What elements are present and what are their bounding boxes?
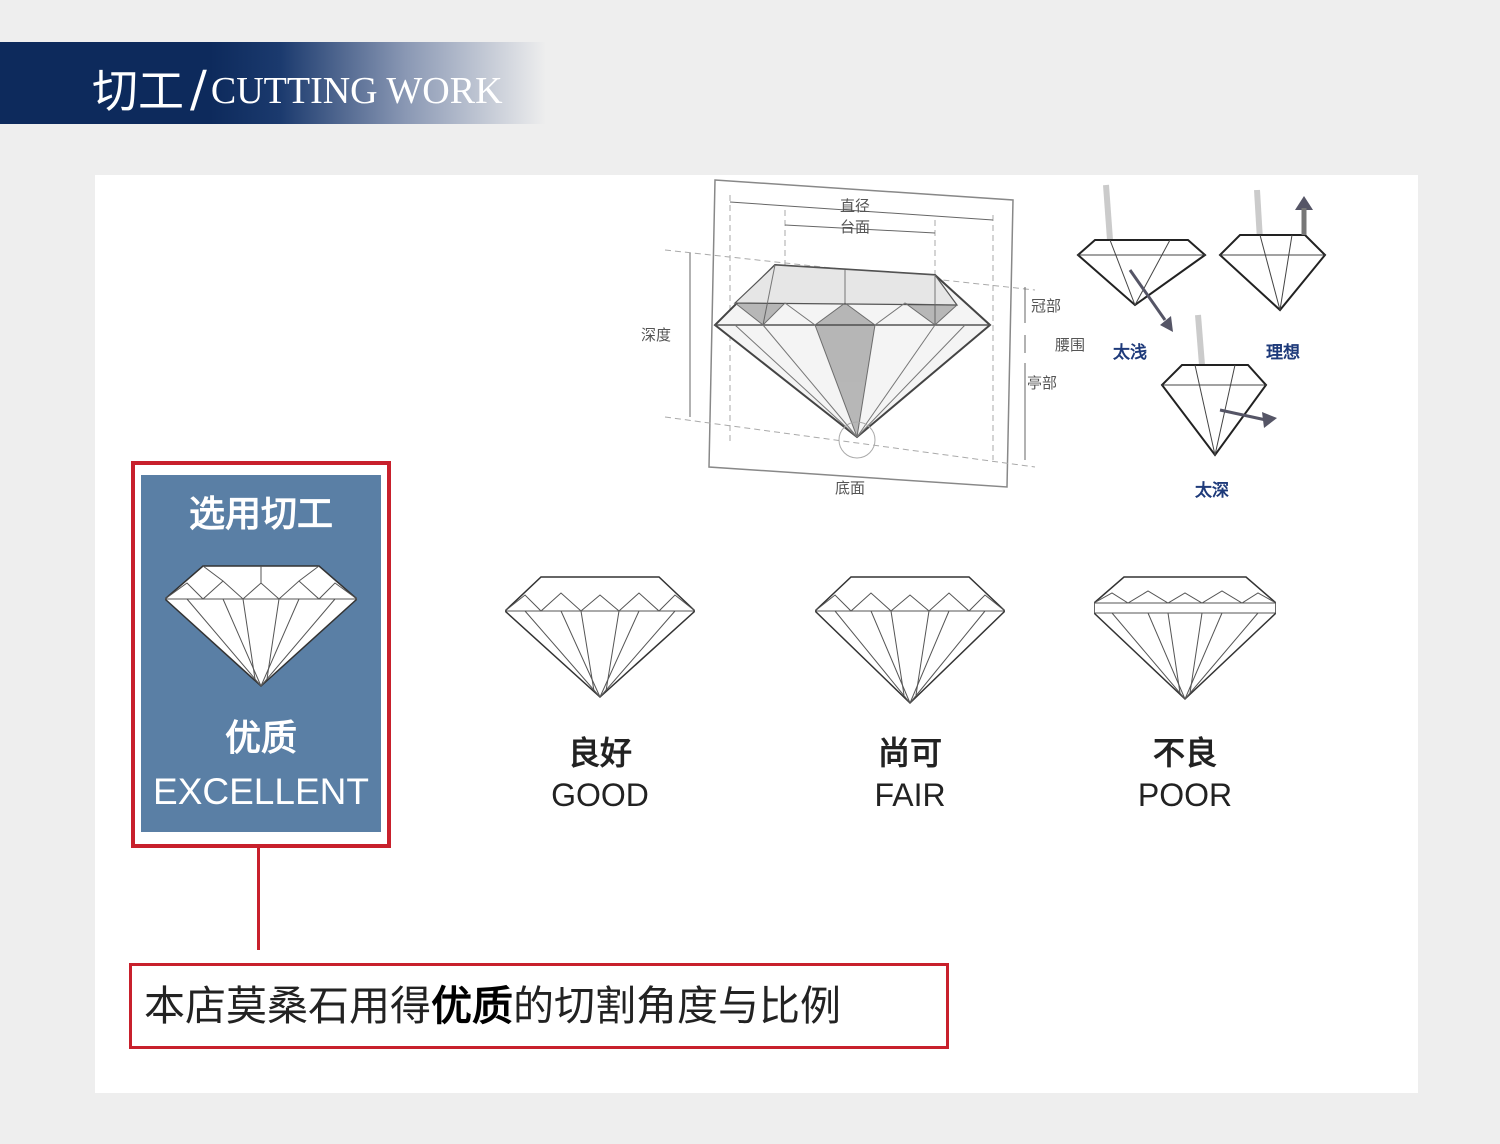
note-highlight: 优质 bbox=[431, 981, 513, 1030]
section-title: 切工 / CUTTING WORK bbox=[92, 52, 503, 114]
diamond-poor-icon bbox=[1094, 576, 1276, 701]
note-after: 的切割角度与比例 bbox=[513, 981, 841, 1030]
content-panel: 直径 台面 深度 冠部 腰围 亭部 底面 bbox=[95, 175, 1418, 1093]
header-bar bbox=[0, 42, 700, 124]
label-pavilion: 亭部 bbox=[1027, 374, 1057, 392]
label-ideal: 理想 bbox=[1266, 342, 1300, 363]
connector-line bbox=[257, 848, 260, 950]
diamond-good-icon bbox=[505, 576, 695, 699]
label-girdle: 腰围 bbox=[1055, 336, 1085, 354]
label-crown: 冠部 bbox=[1031, 297, 1061, 315]
grade-good-cn: 良好 bbox=[567, 734, 632, 772]
selected-cut-box: 选用切工 优质 bbox=[131, 461, 391, 848]
grade-poor-cn: 不良 bbox=[1152, 734, 1217, 772]
label-culet: 底面 bbox=[835, 479, 865, 497]
light-path-diagram: 太浅 理想 太深 bbox=[1076, 184, 1327, 501]
grade-poor-en: POOR bbox=[1137, 777, 1233, 813]
grade-fair: 尚可 FAIR bbox=[805, 573, 1015, 811]
grade-fair-en: FAIR bbox=[874, 777, 946, 813]
selected-grade-en: EXCELLENT bbox=[153, 771, 369, 812]
diamond-fair-icon bbox=[815, 576, 1005, 705]
diamond-proportion-diagram: 直径 台面 深度 冠部 腰围 亭部 底面 bbox=[641, 179, 1085, 497]
title-cn: 切工 bbox=[92, 64, 184, 118]
selected-grade-cn: 优质 bbox=[224, 718, 297, 759]
note-box: 本店莫桑石用得优质的切割角度与比例 bbox=[129, 963, 949, 1049]
selected-cut-panel: 选用切工 优质 bbox=[141, 475, 381, 832]
label-table: 台面 bbox=[840, 218, 870, 236]
grade-fair-cn: 尚可 bbox=[877, 734, 942, 772]
grade-good: 良好 GOOD bbox=[495, 573, 705, 811]
label-depth: 深度 bbox=[641, 326, 671, 344]
note-before: 本店莫桑石用得 bbox=[144, 981, 431, 1030]
label-too-deep: 太深 bbox=[1195, 480, 1229, 501]
grade-good-en: GOOD bbox=[551, 777, 649, 813]
title-en: CUTTING WORK bbox=[210, 70, 503, 112]
diamond-excellent-icon bbox=[165, 565, 357, 688]
grade-poor: 不良 POOR bbox=[1080, 573, 1290, 811]
label-diameter: 直径 bbox=[840, 197, 870, 215]
selected-cut-title: 选用切工 bbox=[188, 494, 333, 535]
label-too-shallow: 太浅 bbox=[1113, 342, 1147, 363]
title-separator: / bbox=[190, 60, 207, 118]
